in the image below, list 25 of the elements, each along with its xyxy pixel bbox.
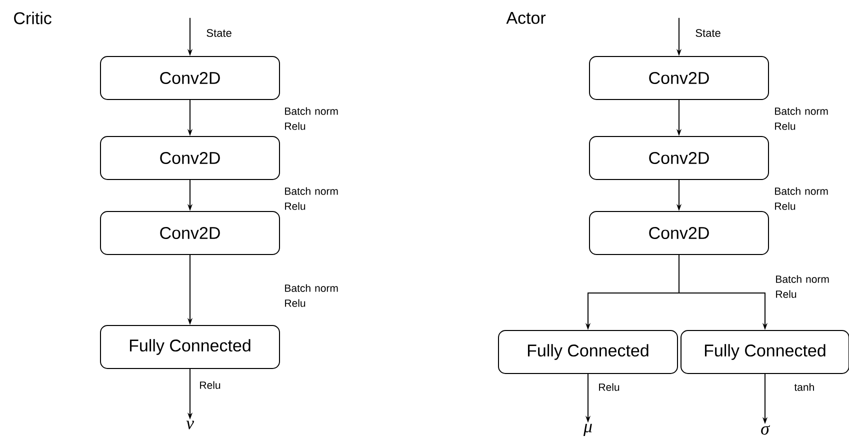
layer-box: Conv2D bbox=[100, 56, 280, 100]
layer-box: Fully Connected bbox=[498, 330, 678, 374]
edge-label: tanh bbox=[794, 383, 814, 391]
layer-box: Conv2D bbox=[589, 211, 769, 255]
input-label: State bbox=[696, 29, 720, 37]
activation-note: Batch norm Relu bbox=[285, 187, 338, 210]
layer-box: Conv2D bbox=[589, 56, 769, 100]
layer-box: Fully Connected bbox=[680, 330, 849, 374]
layer-box: Conv2D bbox=[589, 136, 769, 180]
output-symbol: σ bbox=[761, 425, 770, 435]
panel-title: Critic bbox=[14, 12, 52, 24]
layer-box: Conv2D bbox=[100, 136, 280, 180]
layer-box: Conv2D bbox=[100, 211, 280, 255]
activation-note: Batch norm Relu bbox=[285, 284, 338, 307]
output-symbol: μ bbox=[583, 424, 592, 436]
edge-label: Relu bbox=[200, 381, 220, 389]
input-label: State bbox=[206, 29, 232, 37]
layer-box: Fully Connected bbox=[100, 325, 280, 369]
activation-note: Batch norm Relu bbox=[285, 107, 338, 130]
panel-title: Actor bbox=[506, 12, 546, 24]
edge-label: Relu bbox=[599, 383, 620, 391]
activation-note: Batch norm Relu bbox=[775, 107, 828, 130]
edge-label: Batch norm Relu bbox=[776, 275, 829, 298]
activation-note: Batch norm Relu bbox=[775, 187, 828, 210]
output-symbol: v bbox=[186, 420, 194, 430]
